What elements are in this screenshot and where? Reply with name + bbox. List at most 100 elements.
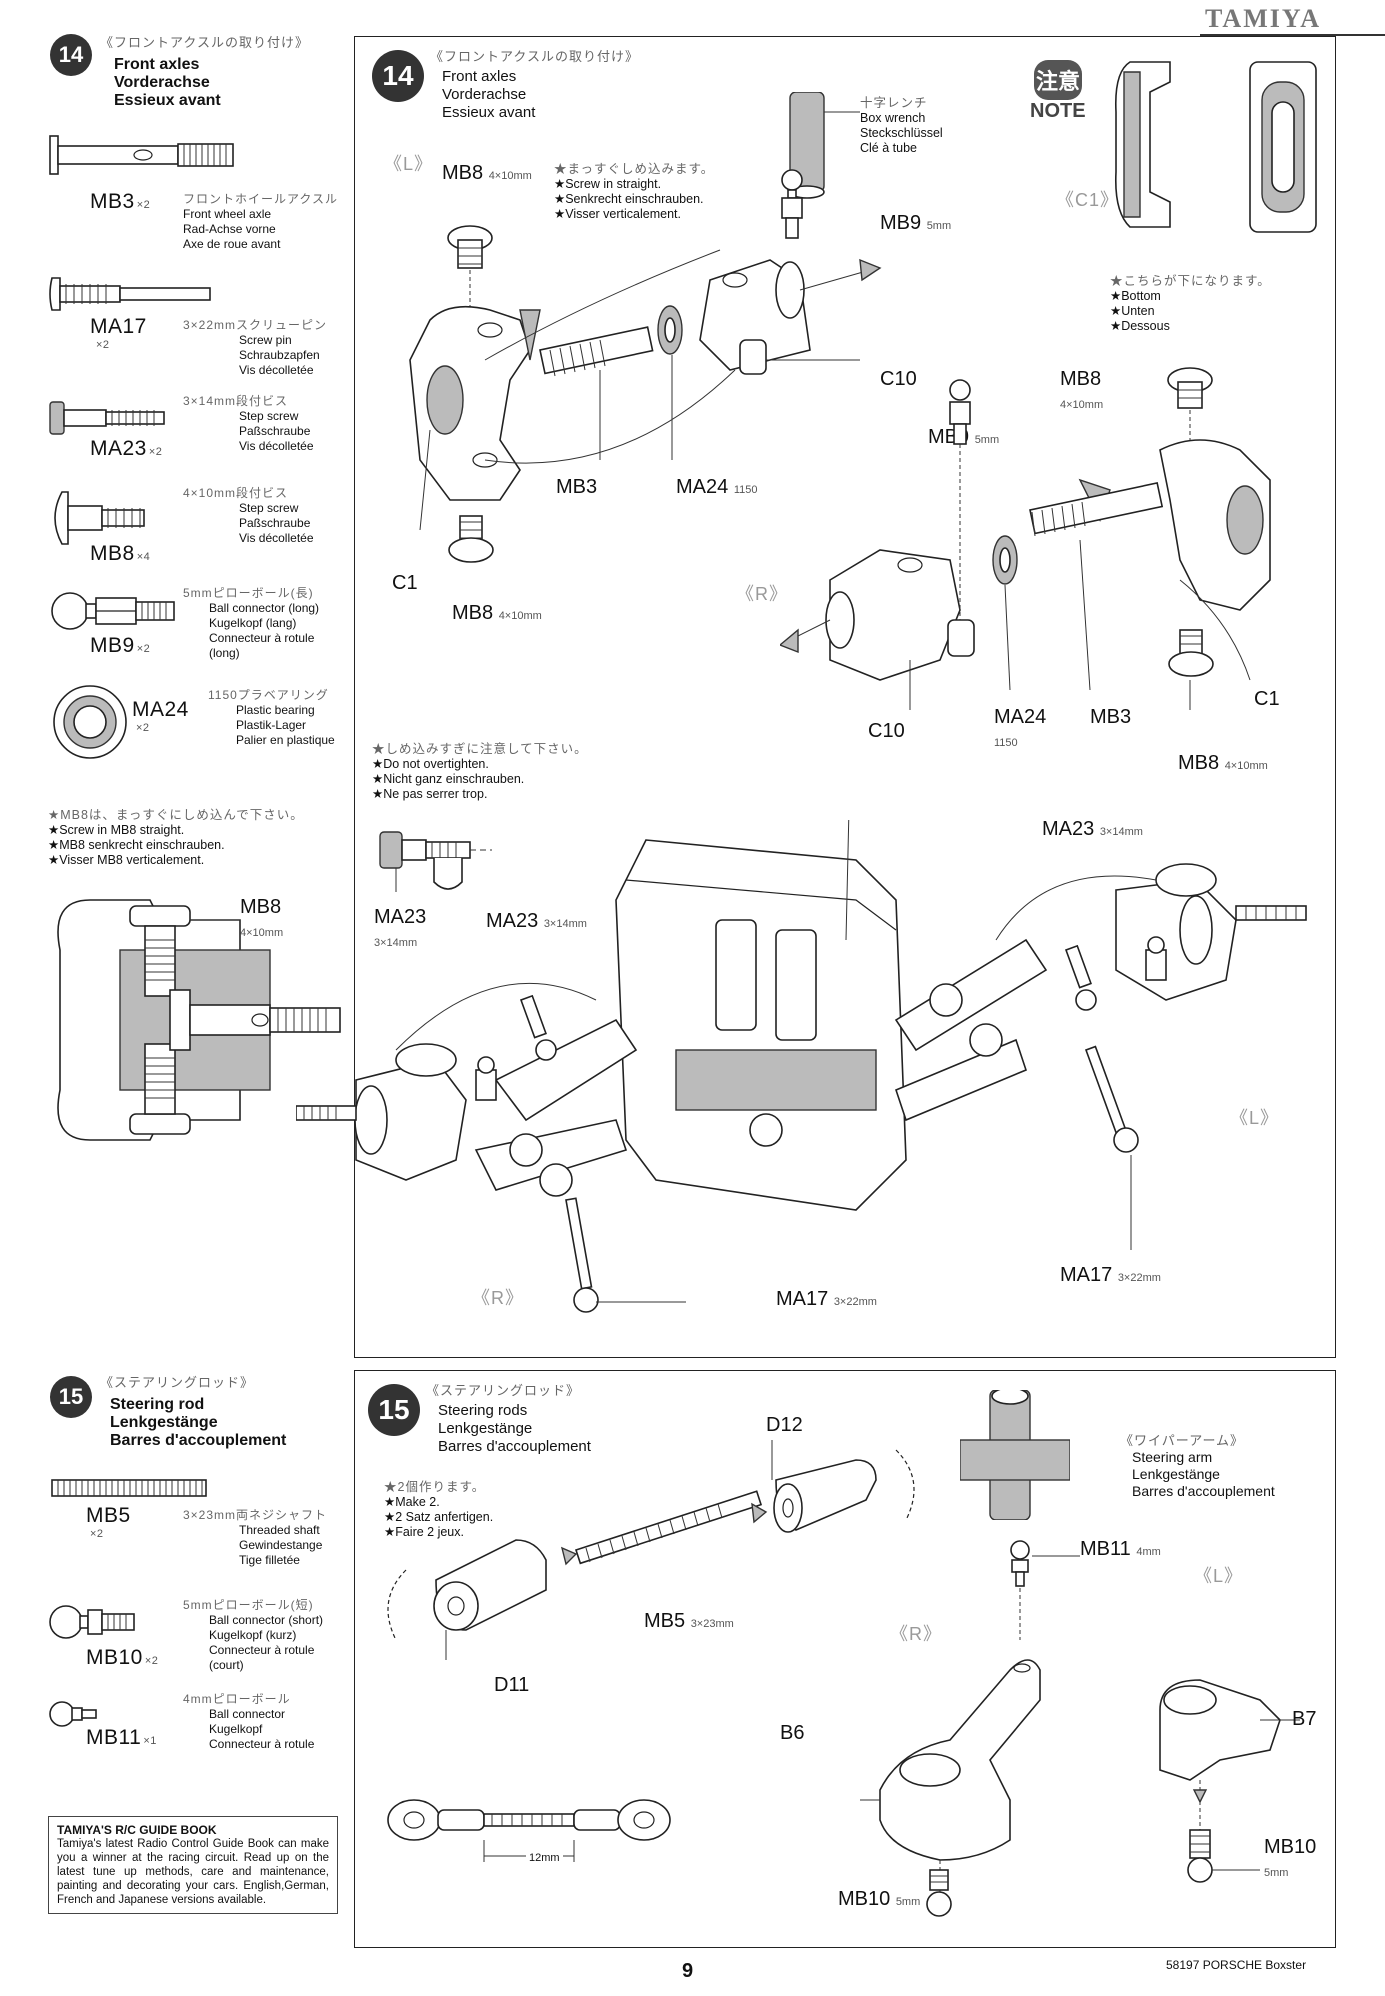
c1-bottom-note: ★こちらが下になります。 ★Bottom ★Unten ★Dessous [1110,274,1271,333]
side-label-r-bottom: 《R》 [472,1288,524,1308]
straight-note: ★まっすぐしめ込みます。 ★Screw in straight. ★Senkre… [554,162,715,221]
overtighten-note: ★しめ込みすぎに注意して下さい。 ★Do not overtighten. ★N… [372,742,588,801]
part-mb8-desc: 4×10mm段付ビス Step screw Paßschraube Vis dé… [183,486,314,545]
mb11-ball-connector-icon [49,1701,97,1727]
left-knuckle-exploded-diagram [409,225,882,563]
part-mb5-desc: 3×23mm両ネジシャフト Threaded shaft Gewindestan… [183,1508,328,1567]
mb3-axle-icon [49,135,234,175]
label-ma17-right: MA17 3×22mm [1060,1264,1161,1286]
note-badge-jp: 注意 [1034,60,1082,100]
make-two-note: ★2個作ります。 ★Make 2. ★2 Satz anfertigen. ★F… [384,1480,494,1539]
label-mb8-right-bottom: MB8 4×10mm [1178,752,1268,774]
step-15-main-title: Steering rods Lenkgestänge Barres d'acco… [438,1402,591,1455]
title-de: Vorderachse [114,74,210,91]
box-wrench-icon [789,92,860,199]
label-ma23-right: MA23 3×14mm [1042,818,1143,840]
part-mb3-desc: フロントホイールアクスル Front wheel axle Rad-Achse … [183,192,339,251]
step-14-title-jp: 《フロントアクスルの取り付け》 [100,35,309,50]
label-ma23-left: MA23 3×14mm [486,910,587,932]
label-ma24-right: MA24 1150 [994,706,1047,749]
label-c10-top: C10 [880,368,917,390]
label-mb9-top: MB9 5mm [880,212,952,234]
part-mb9-desc: 5mmピローボール(長) Ball connector (long) Kugel… [183,586,320,660]
cross-wrench-icon [960,1390,1070,1520]
mb10-ball-connector-icon [49,1605,135,1639]
label-b7: B7 [1292,1708,1317,1730]
page-number: 9 [682,1960,694,1982]
step-14-badge: 14 [50,34,92,76]
mb9-ball-connector-top-icon [781,169,803,239]
step-14-title: Front axles Vorderachse Essieux avant [114,56,221,110]
step-15-main-badge: 15 [368,1384,420,1436]
mb8-detail-diagram [57,899,341,1141]
c1-label: 《C1》 [1056,190,1120,210]
label-mb3-right: MB3 [1090,706,1132,728]
step-15-panel [354,1370,1336,1948]
label-mb8-right-top: MB8 4×10mm [1060,368,1104,411]
step-14-main-title: Front axles Vorderachse Essieux avant [442,68,536,121]
part-mb5: MB5 ×2 [86,1504,131,1540]
model-footer: 58197 PORSCHE Boxster [1166,1958,1307,1972]
part-mb11: MB11×1 [86,1726,157,1749]
label-b6: B6 [780,1722,805,1744]
part-ma24: MA24 ×2 [132,698,189,734]
ma23-step-screw-icon [49,401,165,435]
label-c10-right: C10 [868,720,905,742]
label-mb11: MB11 4mm [1080,1538,1161,1560]
label-mb10-left: MB10 5mm [838,1888,921,1910]
step-15-title: Steering rod Lenkgestänge Barres d'accou… [110,1396,287,1449]
note-badge-label: NOTE [1030,100,1086,122]
label-ma17-bottom: MA17 3×22mm [776,1288,877,1310]
steering-rod-exploded-diagram [387,1440,915,1660]
part-mb10-desc: 5mmピローボール(短) Ball connector (short) Kuge… [183,1598,324,1672]
guide-book-box: TAMIYA'S R/C GUIDE BOOK Tamiya's latest … [48,1816,338,1914]
label-mb8-left-bottom: MB8 4×10mm [452,602,542,624]
side-label-l-step15: 《L》 [1194,1566,1244,1586]
title-en: Front axles [114,56,200,73]
front-chassis-assembly-diagram [296,820,1307,1313]
ma24-bearing-icon [53,685,127,759]
steering-arm-caption: 《ワイパーアーム》 Steering arm Lenkgestänge Barr… [1120,1433,1275,1499]
right-knuckle-exploded-diagram [780,367,1271,710]
c1-part-diagram [1114,61,1317,233]
part-mb9: MB9×2 [90,634,151,657]
title-fr: Essieux avant [114,92,221,109]
step-14-main-badge: 14 [372,50,424,102]
box-wrench-label: 十字レンチ Box wrench Steckschlüssel Clé à tu… [860,96,943,155]
part-ma24-desc: 1150プラベアリング Plastic bearing Plastik-Lage… [208,688,335,747]
step-14-panel [354,36,1336,1358]
label-ma24-left: MA24 1150 [676,476,758,498]
ma17-screw-pin-icon [49,277,211,311]
label-d12: D12 [766,1414,803,1436]
mb8-straight-note: ★MB8は、まっすぐにしめ込んで下さい。 ★Screw in MB8 strai… [48,808,304,867]
brand-logo: TAMIYA [1205,4,1322,33]
step-14-main-title-jp: 《フロントアクスルの取り付け》 [430,49,639,64]
header-rule [1200,34,1385,36]
label-c1-left: C1 [392,572,418,594]
side-label-l-bottom: 《L》 [1230,1108,1280,1128]
mb8-step-screw-icon [54,491,145,545]
side-label-r-top: 《R》 [736,584,788,604]
part-ma23-desc: 3×14mm段付ビス Step screw Paßschraube Vis dé… [183,394,314,453]
side-label-r-step15: 《R》 [890,1624,942,1644]
ma23-detail-diagram [379,831,492,892]
part-mb8: MB8×4 [90,542,151,565]
label-mb3-left: MB3 [556,476,598,498]
label-ma23-detail: MA23 3×14mm [374,906,427,949]
label-mb5: MB5 3×23mm [644,1610,734,1632]
dimension-12mm: 12mm [526,1852,563,1864]
part-mb3: MB3×2 [90,190,151,213]
step-15-main-title-jp: 《ステアリングロッド》 [426,1383,581,1398]
side-label-l-top: 《L》 [384,154,434,174]
step-15-badge: 15 [50,1376,92,1418]
assembled-steering-rod-diagram [387,1799,671,1862]
mb9-ball-connector-icon [51,592,175,630]
label-c1-right: C1 [1254,688,1280,710]
part-mb11-desc: 4mmピローボール Ball connector Kugelkopf Conne… [183,1692,315,1751]
part-mb10: MB10×2 [86,1646,159,1669]
part-ma17: MA17 ×2 [90,315,147,351]
mb5-threaded-shaft-icon [51,1479,207,1497]
step-15-title-jp: 《ステアリングロッド》 [100,1375,255,1390]
label-d11: D11 [494,1674,530,1696]
mb8-detail-label: MB8 4×10mm [240,896,284,939]
